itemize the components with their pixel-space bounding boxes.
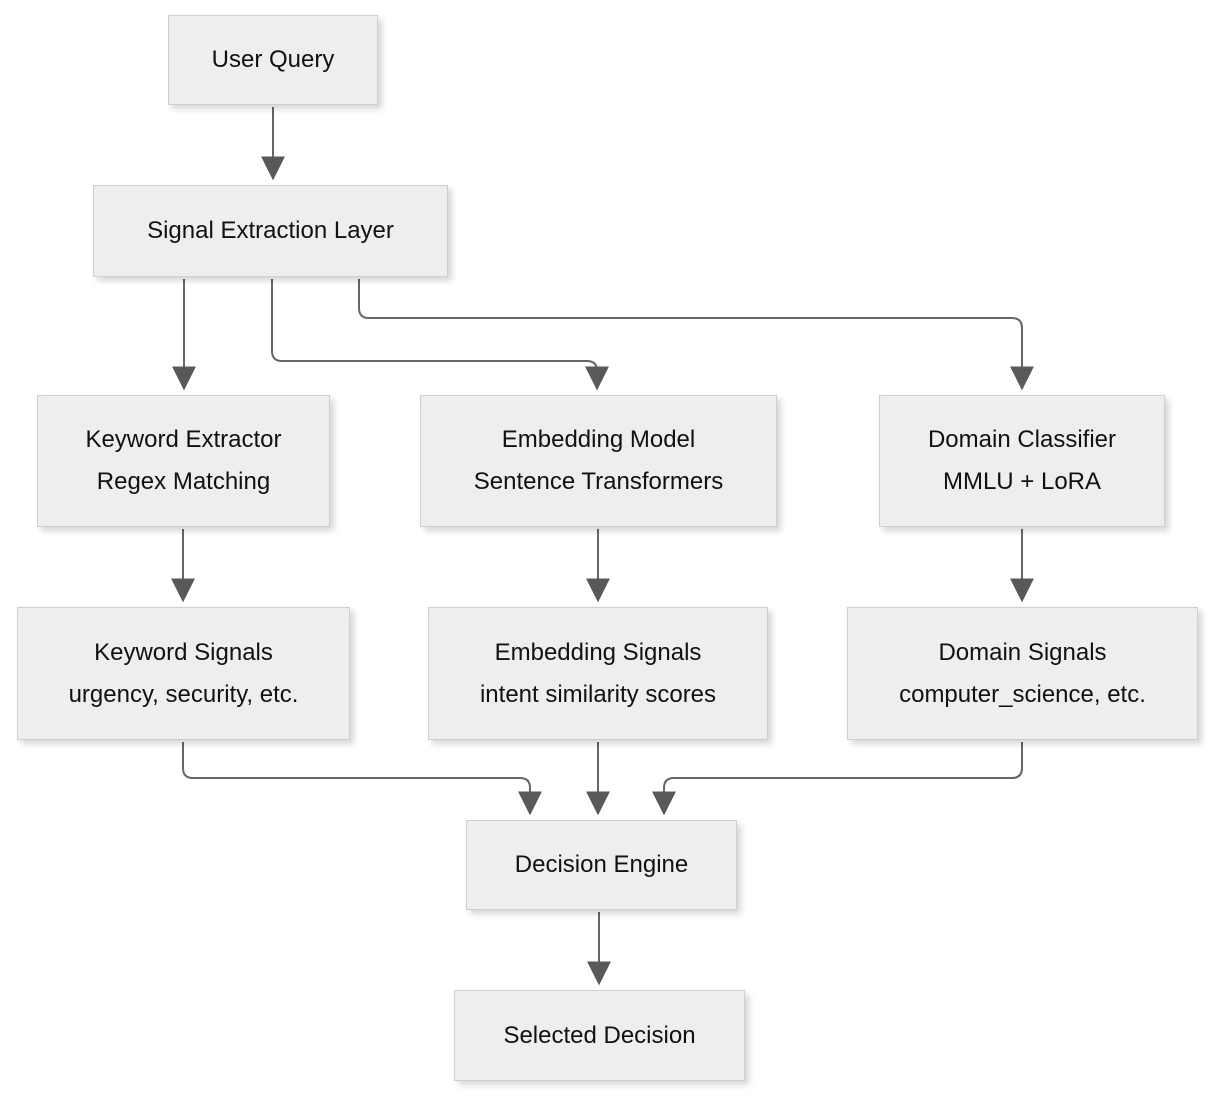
node-embedding-signals-label: Embedding Signals [494, 638, 702, 666]
node-keyword-signals-sublabel: urgency, security, etc. [68, 680, 299, 708]
node-domain-signals-label: Domain Signals [938, 638, 1107, 666]
node-signal-extraction-layer: Signal Extraction Layer [93, 185, 448, 277]
node-keyword-signals: Keyword Signals urgency, security, etc. [17, 607, 350, 740]
node-embedding-model-sublabel: Sentence Transformers [473, 468, 724, 495]
node-domain-classifier-sublabel: MMLU + LoRA [942, 468, 1102, 495]
node-embedding-model: Embedding Model Sentence Transformers [420, 395, 777, 527]
node-domain-signals-sublabel: computer_science, etc. [899, 680, 1146, 708]
node-decision-engine-label: Decision Engine [514, 851, 689, 878]
node-user-query: User Query [168, 15, 378, 105]
edge-keyword-signals-to-decision-engine [182, 742, 542, 816]
node-selected-decision: Selected Decision [454, 990, 745, 1081]
node-selected-decision-label: Selected Decision [503, 1021, 696, 1049]
node-domain-signals: Domain Signals computer_science, etc. [847, 607, 1198, 740]
edge-signal-extraction-to-embedding-model [271, 279, 609, 391]
node-embedding-signals-sublabel: intent similarity scores [479, 680, 717, 708]
node-keyword-signals-label: Keyword Signals [94, 638, 273, 666]
node-keyword-extractor: Keyword Extractor Regex Matching [37, 395, 330, 527]
edge-domain-signals-to-decision-engine [652, 742, 1023, 816]
node-decision-engine: Decision Engine [466, 820, 737, 910]
node-keyword-extractor-label: Keyword Extractor [85, 426, 282, 453]
node-keyword-extractor-sublabel: Regex Matching [96, 468, 271, 495]
node-domain-classifier-label: Domain Classifier [927, 426, 1117, 453]
edge-signal-extraction-to-domain-classifier [358, 279, 1034, 391]
node-user-query-label: User Query [211, 46, 335, 73]
node-signal-extraction-layer-label: Signal Extraction Layer [147, 217, 394, 244]
node-embedding-signals: Embedding Signals intent similarity scor… [428, 607, 768, 740]
node-embedding-model-label: Embedding Model [501, 426, 696, 453]
node-domain-classifier: Domain Classifier MMLU + LoRA [879, 395, 1165, 527]
